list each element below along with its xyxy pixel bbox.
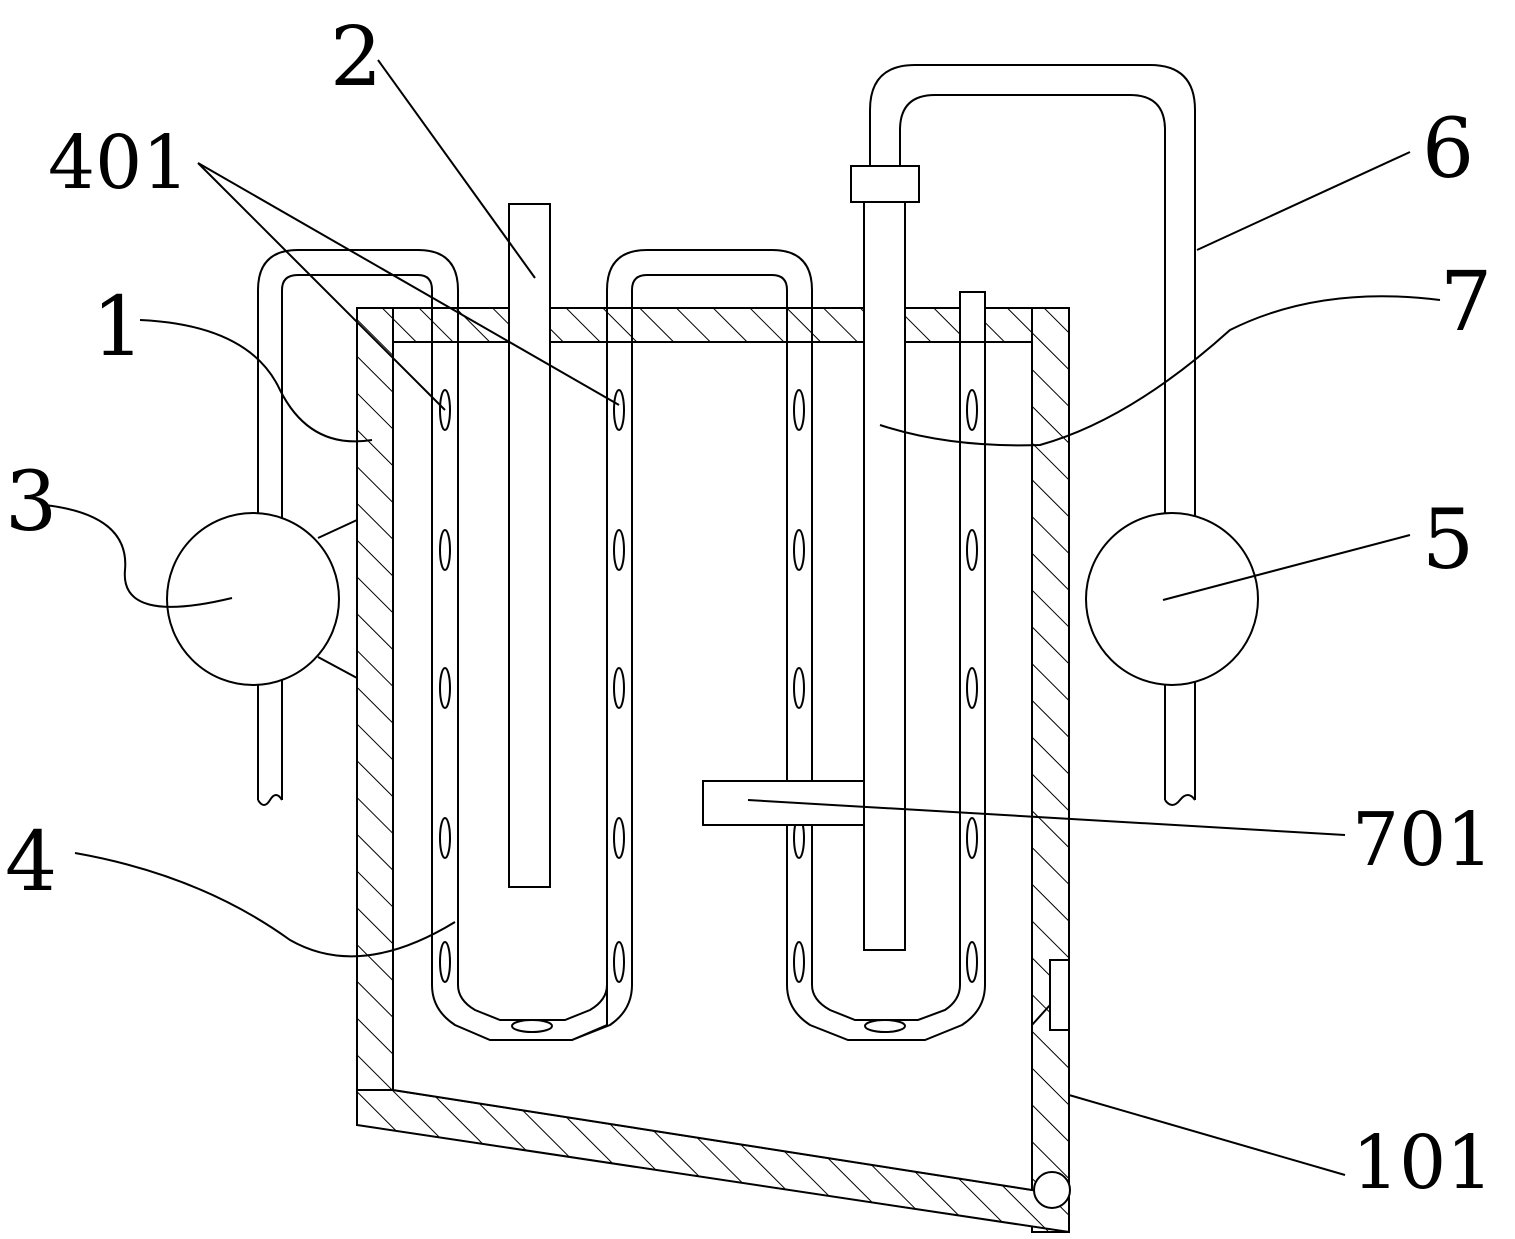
middle-loop-outer: [606, 249, 813, 985]
return-pipe-outer: [869, 64, 1196, 800]
label-701: 701: [1352, 797, 1493, 883]
label-7: 7: [1440, 255, 1492, 350]
label-6: 6: [1422, 102, 1474, 197]
return-pipe-inner: [899, 94, 1166, 800]
right-pump: [1085, 512, 1259, 686]
label-4: 4: [5, 815, 57, 910]
inlet-tube: [863, 201, 906, 951]
pipe-holes: [439, 389, 978, 983]
probe-rod: [508, 203, 551, 888]
drain-ball: [1033, 1171, 1071, 1209]
label-401: 401: [48, 120, 189, 206]
left-inner-pipe: [281, 274, 433, 985]
label-5: 5: [1422, 493, 1474, 588]
left-pump-circuit: [166, 249, 986, 1041]
leader-lines: [44, 59, 1441, 1176]
tank-body: [356, 307, 1071, 1234]
tank-right-wall: [1031, 307, 1070, 1233]
right-pump-circuit: [702, 64, 1259, 951]
label-3: 3: [5, 455, 57, 550]
tank-interior: [392, 341, 1033, 1192]
middle-loop-inner: [631, 274, 788, 985]
label-101: 101: [1352, 1120, 1493, 1206]
left-outer-pipe: [257, 249, 459, 985]
label-1: 1: [92, 280, 144, 375]
side-nozzle: [702, 780, 865, 826]
pipe-coupling: [850, 165, 920, 203]
tank-left-wall: [356, 307, 394, 1126]
left-pump: [166, 512, 340, 686]
drain-valve-body: [1049, 959, 1070, 1031]
part-labels: 2 401 1 3 4 6 7 5 701 101: [5, 10, 1493, 1206]
label-2: 2: [330, 10, 382, 105]
